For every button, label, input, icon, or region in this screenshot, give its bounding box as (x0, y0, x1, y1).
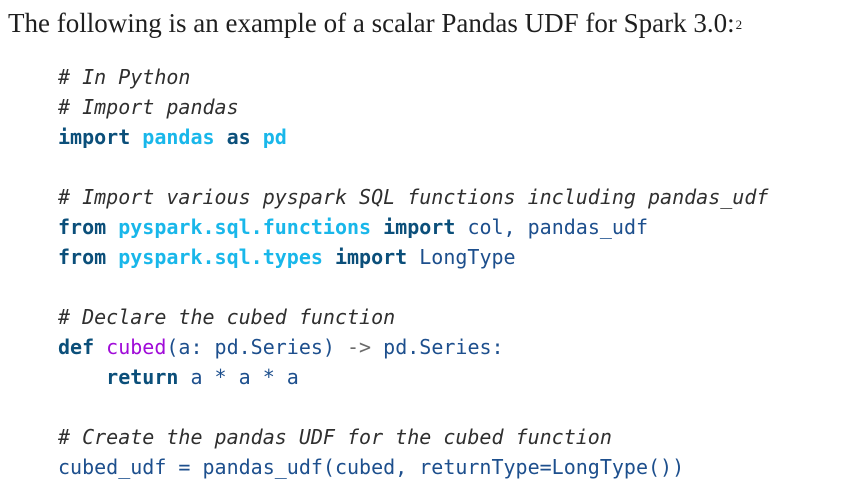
def-keyword: def (58, 335, 95, 359)
module-name: pyspark.sql.types (118, 245, 323, 269)
code-comment: # In Python (58, 65, 191, 89)
import-keyword: import (58, 125, 131, 149)
import-keyword: import (383, 215, 456, 239)
code-block: # In Python # Import pandas import pandas … (58, 62, 768, 482)
code-comment: # Declare the cubed function (58, 305, 396, 329)
arrow-operator: -> (347, 335, 372, 359)
footnote-marker: 2 (735, 17, 743, 32)
module-name: pyspark.sql.functions (118, 215, 372, 239)
intro-sentence: The following is an example of a scalar … (8, 6, 742, 40)
return-type: pd.Series: (383, 335, 504, 359)
function-name: cubed (106, 335, 167, 359)
return-keyword: return (106, 365, 179, 389)
code-line-7: from pyspark.sql.types import LongType (58, 242, 768, 272)
from-keyword: from (58, 215, 107, 239)
return-expression: a * a * a (190, 365, 299, 389)
import-keyword: import (334, 245, 408, 269)
code-line-11: return a * a * a (58, 362, 768, 392)
module-name: pandas (142, 125, 215, 149)
code-comment: # Create the pandas UDF for the cubed fu… (58, 425, 612, 449)
imported-names: col, pandas_udf (467, 215, 649, 239)
code-line-2: # Import pandas (58, 92, 768, 122)
as-keyword: as (226, 125, 251, 149)
imported-names: LongType (419, 245, 516, 269)
code-line-12 (58, 392, 768, 422)
code-comment: # Import pandas (58, 95, 239, 119)
code-line-8 (58, 272, 768, 302)
function-params: (a: pd.Series) (166, 335, 335, 359)
code-line-5: # Import various pyspark SQL functions i… (58, 182, 768, 212)
code-line-3: import pandas as pd (58, 122, 768, 152)
code-line-1: # In Python (58, 62, 768, 92)
from-keyword: from (58, 245, 107, 269)
code-comment: # Import various pyspark SQL functions i… (58, 185, 769, 209)
code-line-6: from pyspark.sql.functions import col, p… (58, 212, 768, 242)
code-line-4 (58, 152, 768, 182)
code-line-9: # Declare the cubed function (58, 302, 768, 332)
udf-assignment: cubed_udf = pandas_udf(cubed, returnType… (58, 455, 685, 479)
intro-text: The following is an example of a scalar … (8, 8, 735, 38)
code-line-14: cubed_udf = pandas_udf(cubed, returnType… (58, 452, 768, 482)
module-alias: pd (262, 125, 287, 149)
code-line-13: # Create the pandas UDF for the cubed fu… (58, 422, 768, 452)
code-line-10: def cubed(a: pd.Series) -> pd.Series: (58, 332, 768, 362)
